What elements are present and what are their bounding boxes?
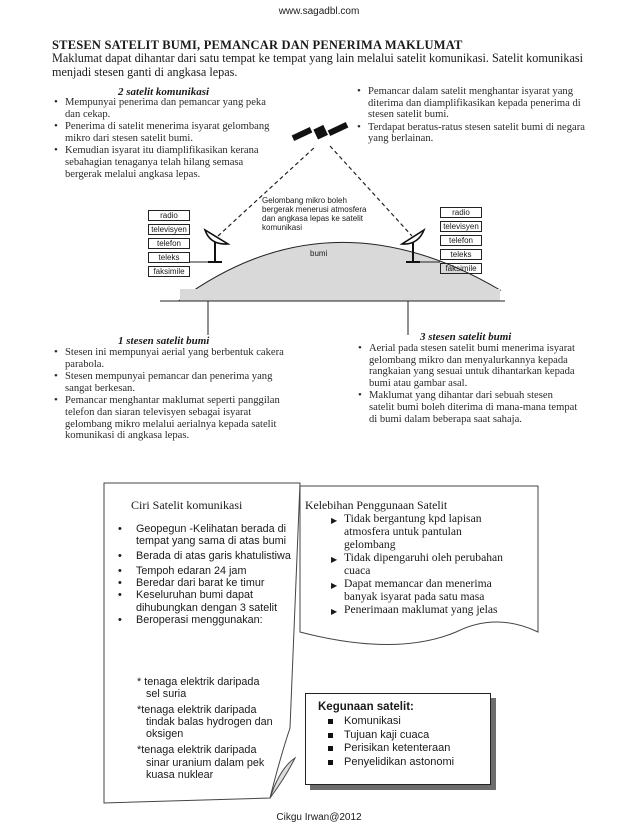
service-box: telefon <box>148 238 190 249</box>
service-box: teleks <box>148 252 190 263</box>
list-item: Stesen ini mempunyai aerial yang berbent… <box>54 347 290 370</box>
service-box: radio <box>148 210 190 221</box>
list-item: Keseluruhan bumi dapat dihubungkan denga… <box>112 589 292 613</box>
service-box: faksimile <box>148 266 190 277</box>
list-item: Penerimaan maklumat yang jelas <box>330 603 508 616</box>
list-item: Dapat memancar dan menerima banyak isyar… <box>330 577 508 603</box>
sub-item: *tenaga elektrik daripada <box>137 704 293 716</box>
sec1-title: 1 stesen satelit bumi <box>118 335 209 347</box>
left-service-boxes: radio televisyen telefon teleks faksimil… <box>148 210 190 277</box>
left-dish-icon <box>205 230 228 262</box>
list-item: Tujuan kaji cuaca <box>318 729 490 743</box>
service-box: televisyen <box>148 224 190 235</box>
kelebihan-title: Kelebihan Penggunaan Satelit <box>305 498 447 513</box>
earth-base <box>180 289 500 301</box>
ciri-sub-list: * tenaga elektrik daripada sel suria *te… <box>113 676 293 781</box>
kelebihan-list: Tidak bergantung kpd lapisan atmosfera u… <box>330 512 508 616</box>
list-item: Geopegun -Kelihatan berada di tempat yan… <box>112 523 292 547</box>
list-item: Tidak dipengaruhi oleh perubahan cuaca <box>330 551 508 577</box>
ciri-title: Ciri Satelit komunikasi <box>131 498 242 513</box>
sub-item: *tenaga elektrik daripada <box>137 744 293 756</box>
diagram-caption: Gelombang mikro boleh bergerak menerusi … <box>262 196 380 232</box>
list-item: Beredar dari barat ke timur <box>112 577 292 589</box>
sub-item: * tenaga elektrik daripada <box>137 676 293 688</box>
list-item: Perisikan ketenteraan <box>318 742 490 756</box>
right-service-boxes: radio televisyen telefon teleks faksimil… <box>440 207 482 274</box>
kegunaan-title: Kegunaan satelit: <box>318 701 490 713</box>
service-box: telefon <box>440 235 482 246</box>
sub-item-detail: sinar uranium dalam pek kuasa nuklear <box>137 757 293 781</box>
sec3-title: 3 stesen satelit bumi <box>420 331 511 343</box>
list-item: Aerial pada stesen satelit bumi menerima… <box>358 343 580 389</box>
kegunaan-list: Komunikasi Tujuan kaji cuaca Perisikan k… <box>318 715 490 769</box>
list-item: Maklumat yang dihantar dari sebuah stese… <box>358 390 580 425</box>
sec1-list: Stesen ini mempunyai aerial yang berbent… <box>54 347 290 443</box>
list-item: Komunikasi <box>318 715 490 729</box>
earth-label: bumi <box>310 249 327 258</box>
list-item: Tidak bergantung kpd lapisan atmosfera u… <box>330 512 508 551</box>
list-item: Berada di atas garis khatulistiwa <box>112 550 292 562</box>
service-box: radio <box>440 207 482 218</box>
list-item: Pemancar menghantar maklumat seperti pan… <box>54 395 290 441</box>
sec3-list: Aerial pada stesen satelit bumi menerima… <box>358 343 580 426</box>
sub-item-detail: tindak balas hydrogen dan oksigen <box>137 716 293 740</box>
sub-item-detail: sel suria <box>137 688 293 700</box>
service-box: teleks <box>440 249 482 260</box>
list-item: Stesen mempunyai pemancar dan penerima y… <box>54 371 290 394</box>
service-box: televisyen <box>440 221 482 232</box>
list-item: Tempoh edaran 24 jam <box>112 565 292 577</box>
list-item: Beroperasi menggunakan: <box>112 614 292 626</box>
list-item: Penyelidikan astonomi <box>318 756 490 770</box>
footer-credit: Cikgu Irwan@2012 <box>0 812 638 823</box>
ciri-list: Geopegun -Kelihatan berada di tempat yan… <box>112 523 292 626</box>
kegunaan-box: Kegunaan satelit: Komunikasi Tujuan kaji… <box>305 693 491 785</box>
satellite-icon <box>292 122 349 141</box>
service-box: faksimile <box>440 263 482 274</box>
